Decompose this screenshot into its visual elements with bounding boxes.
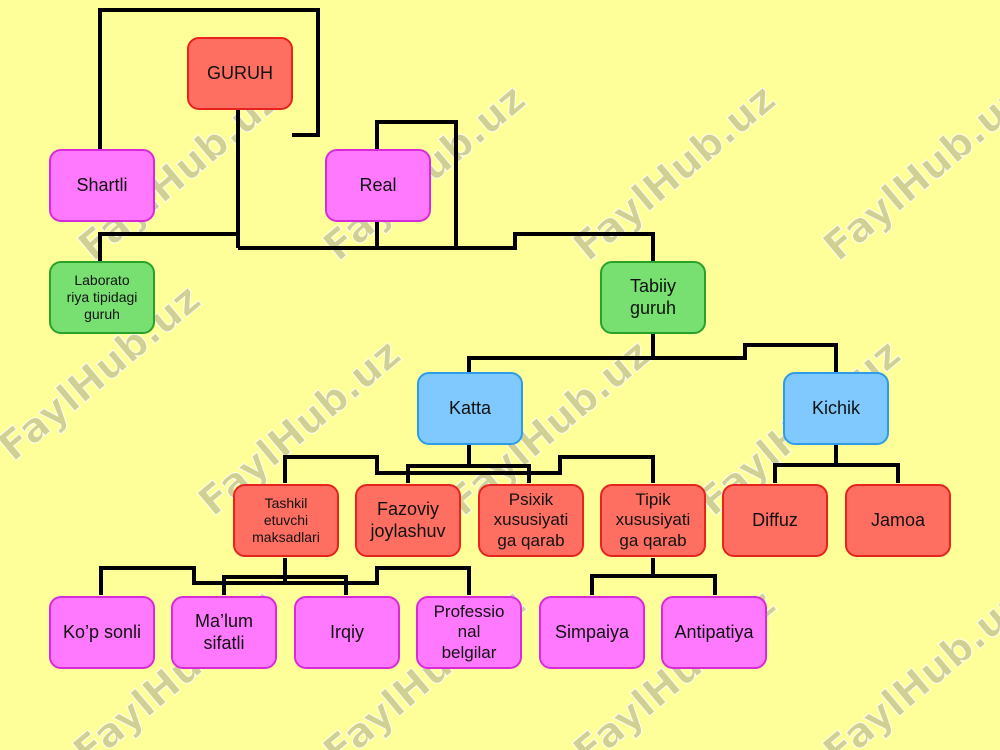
- connector-katta-tipik: [469, 455, 655, 483]
- connector-tabiiy-kichik: [653, 343, 838, 372]
- connector-tashkil-malum: [222, 575, 348, 595]
- node-antipatiya: Antipatiya: [661, 596, 767, 669]
- connector-trunk-laboratoriya: [98, 232, 238, 262]
- node-irqiy: Irqiy: [294, 596, 400, 669]
- node-guruh: GURUH: [187, 37, 293, 110]
- node-laboratoriya: Laborato riya tipidagi guruh: [49, 261, 155, 334]
- node-psixik: Psixik xususiyati ga qarab: [478, 484, 584, 557]
- connector-katta-fazoviy: [406, 464, 531, 483]
- node-shartli: Shartli: [49, 149, 155, 222]
- node-kichik: Kichik: [783, 372, 889, 445]
- connector-tashkil-professional: [285, 566, 471, 595]
- node-tipik: Tipik xususiyati ga qarab: [600, 484, 706, 557]
- node-malum: Ma’lum sifatli: [171, 596, 277, 669]
- connector-katta-tashkil: [283, 455, 469, 483]
- node-professional: Professio nal belgilar: [416, 596, 522, 669]
- connector-trunk-tabiiy: [238, 232, 655, 262]
- connector-kichik: [773, 445, 838, 483]
- node-kop-sonli: Ko’p sonli: [49, 596, 155, 669]
- node-fazoviy: Fazoviy joylashuv: [355, 484, 461, 557]
- node-real: Real: [325, 149, 431, 222]
- connector-tipik-antipatiya: [653, 574, 717, 595]
- connector-tipik-children: [590, 558, 655, 595]
- connector-tabiiy-katta: [467, 333, 655, 372]
- node-tashkil: Tashkil etuvchi maksadlari: [233, 484, 339, 557]
- node-katta: Katta: [417, 372, 523, 445]
- node-diffuz: Diffuz: [722, 484, 828, 557]
- node-jamoa: Jamoa: [845, 484, 951, 557]
- connector-tashkil-kopsonli: [99, 566, 285, 595]
- connector-guruh-shartli: [98, 8, 320, 150]
- node-tabiiy: Tabiiy guruh: [600, 261, 706, 334]
- connector-kichik-jamoa: [836, 463, 900, 483]
- node-simpaiya: Simpaiya: [539, 596, 645, 669]
